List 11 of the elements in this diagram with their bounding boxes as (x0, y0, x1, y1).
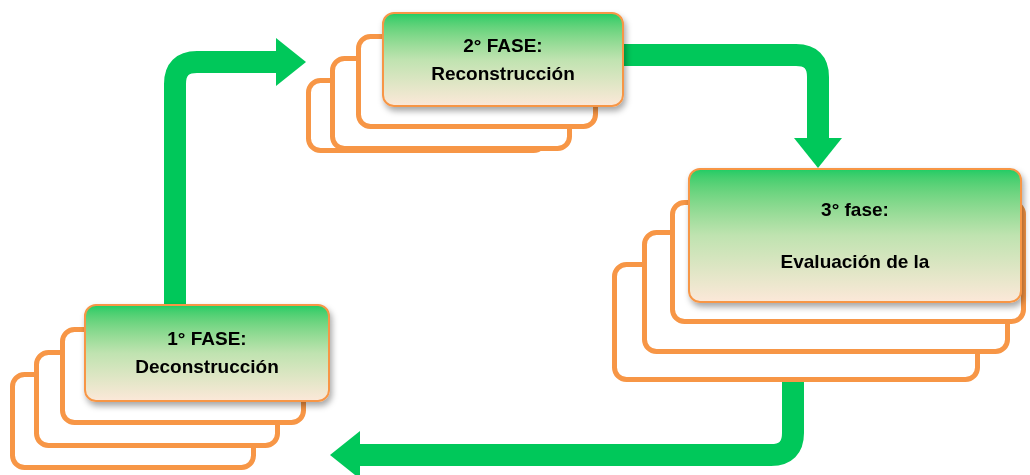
card-stack (612, 168, 1026, 382)
card-stack (306, 12, 624, 153)
phase-name: Evaluación de la (780, 249, 930, 274)
phase-title: 2° FASE: (463, 33, 543, 58)
block-arrow (624, 44, 842, 168)
block-arrow (164, 38, 306, 304)
card-stack (10, 304, 330, 470)
phase-title: 3° fase: (821, 197, 889, 222)
phase-title: 1° FASE: (167, 327, 247, 351)
phase-name: Reconstrucción (431, 61, 575, 86)
phase-name: Deconstrucción (135, 355, 279, 379)
